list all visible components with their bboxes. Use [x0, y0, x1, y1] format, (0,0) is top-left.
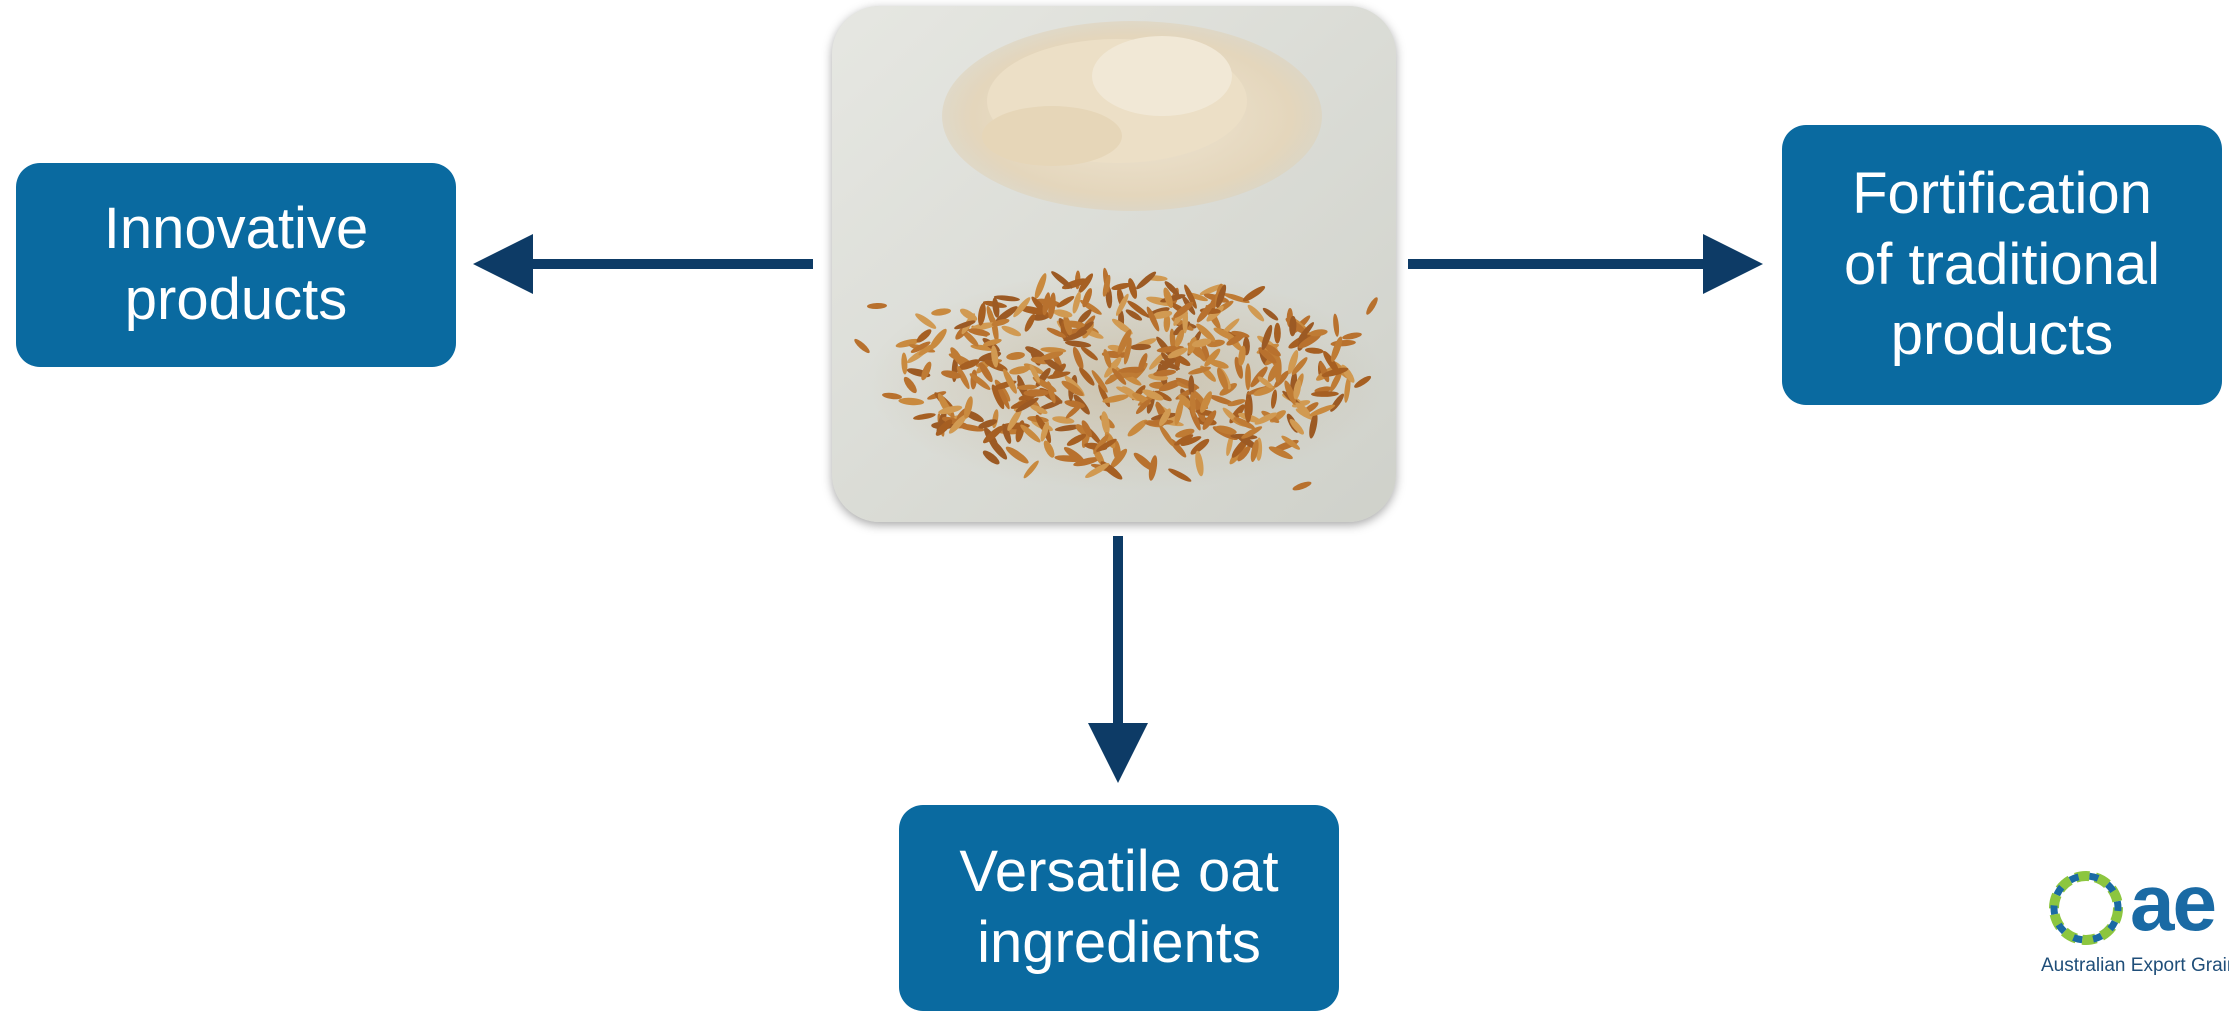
node-versatile-oat-ingredients: Versatile oat ingredients — [899, 805, 1339, 1011]
node-innovative-line-2: products — [104, 265, 368, 336]
node-innovative-products: Innovative products — [16, 163, 456, 367]
oat-grain — [1188, 375, 1194, 395]
flour-pile — [942, 21, 1322, 211]
node-versatile-line-1: Versatile oat — [959, 837, 1278, 908]
node-versatile-line-2: ingredients — [959, 908, 1278, 979]
node-fortification-of-traditional-products: Fortification of traditional products — [1782, 125, 2222, 405]
logo-tagline: Australian Export Grains — [2041, 955, 2229, 977]
oat-photo-illustration — [832, 6, 1396, 522]
oat-grain — [1245, 363, 1251, 390]
node-innovative-line-1: Innovative — [104, 194, 368, 265]
node-fortification-line-3: products — [1844, 300, 2160, 371]
logo-letters: ae — [2130, 857, 2215, 949]
node-fortification-line-2: of traditional — [1844, 230, 2160, 301]
oat-grain — [1274, 323, 1281, 344]
logo-ring-icon — [2041, 863, 2131, 953]
aeg-logo: ae Australian Export Grains — [2030, 855, 2229, 1006]
node-fortification-line-1: Fortification — [1844, 159, 2160, 230]
oat-photo — [832, 6, 1396, 522]
